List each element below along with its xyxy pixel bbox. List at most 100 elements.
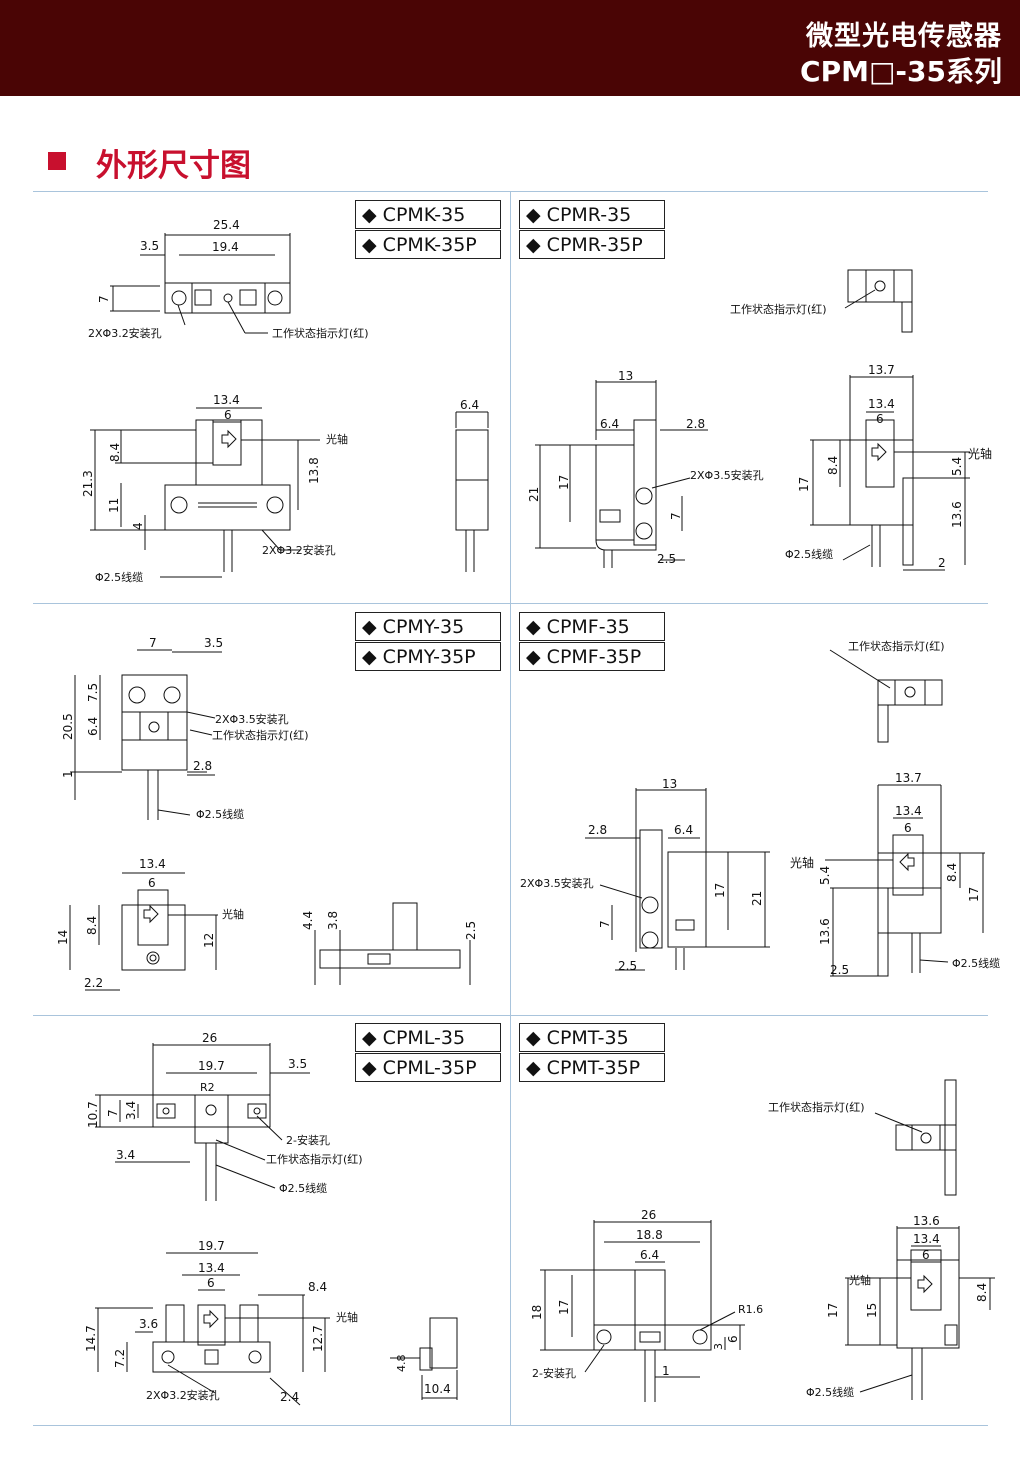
dim-text: 7.5 [86, 683, 100, 702]
model-name: CPMR-35 [546, 204, 632, 226]
drawing-cpmt-side [845, 1226, 995, 1400]
dim-text: 13.4 [913, 1232, 940, 1246]
dim-text: 3.5 [140, 239, 159, 253]
dim-text: 12 [202, 933, 216, 948]
dim-text: 18 [530, 1305, 544, 1320]
divider-center [510, 191, 511, 1425]
dim-text: 2 [938, 556, 946, 570]
divider-bottom [33, 1425, 988, 1426]
note-hole: 2-安装孔 [286, 1133, 330, 1147]
model-name: CPML-35P [382, 1057, 477, 1079]
dim-text: 8.4 [108, 443, 122, 462]
note-cable: Φ2.5线缆 [279, 1181, 327, 1195]
note-axis: 光轴 [968, 446, 992, 461]
dim-text: R2 [200, 1081, 215, 1094]
model-name: CPMR-35P [546, 234, 643, 256]
dim-text: 2.5 [830, 963, 849, 977]
dim-text: 6 [207, 1276, 215, 1290]
dim-text: 20.5 [61, 713, 75, 740]
dim-text: 6.4 [600, 417, 619, 431]
model-name: CPML-35 [382, 1027, 466, 1049]
model-name: CPMT-35 [546, 1027, 629, 1049]
drawing-cpml-side [390, 1317, 458, 1400]
dim-text: 4.8 [395, 1355, 408, 1373]
dim-text: 6 [904, 821, 912, 835]
dim-text: 6 [876, 412, 884, 426]
model-name: CPMF-35P [546, 646, 642, 668]
dim-text: 19.7 [198, 1239, 225, 1253]
dim-text: 2.8 [686, 417, 705, 431]
dim-text: 6.4 [674, 823, 693, 837]
diamond-icon: ◆ [526, 204, 541, 226]
model-label-cpmk: ◆ CPMK-35 [355, 200, 501, 229]
dim-text: 13.4 [139, 857, 166, 871]
note-indicator: 工作状态指示灯(红) [730, 302, 827, 316]
note-hole: 2XΦ3.5安装孔 [520, 876, 594, 890]
dim-text: 13.7 [868, 363, 895, 377]
dim-text: 8.4 [826, 456, 840, 475]
note-indicator: 工作状态指示灯(红) [272, 326, 369, 340]
dim-text: 13.4 [213, 393, 240, 407]
note-cable: Φ2.5线缆 [806, 1385, 854, 1399]
model-label-cpmr-p: ◆ CPMR-35P [519, 230, 665, 259]
dim-text: 8.4 [85, 916, 99, 935]
dim-text: 26 [202, 1031, 217, 1045]
dim-text: 6.4 [86, 717, 100, 736]
model-label-cpmr: ◆ CPMR-35 [519, 200, 665, 229]
dim-text: 25.4 [213, 218, 240, 232]
dim-text: 10.7 [86, 1101, 100, 1128]
dim-text: 3.5 [204, 636, 223, 650]
model-name: CPMY-35 [382, 616, 465, 638]
dim-text: 17 [557, 1300, 571, 1315]
dim-text: 3.6 [139, 1317, 158, 1331]
drawing-cpmf-top [829, 649, 943, 743]
dim-text: 17 [797, 477, 811, 492]
dim-text: 13.4 [198, 1261, 225, 1275]
drawing-cpmy-front [69, 872, 218, 991]
note-indicator: 工作状态指示灯(红) [212, 728, 309, 742]
note-cable: Φ2.5线缆 [95, 570, 143, 584]
model-name: CPMT-35P [546, 1057, 641, 1079]
dim-text: 7.2 [113, 1349, 127, 1368]
dim-text: 3.5 [288, 1057, 307, 1071]
model-name: CPMK-35P [382, 234, 477, 256]
dim-text: 6 [224, 408, 232, 422]
dim-text: 15 [865, 1303, 879, 1318]
dim-text: 17 [967, 887, 981, 902]
model-name: CPMY-35P [382, 646, 476, 668]
dim-text: 13 [618, 369, 633, 383]
note-indicator: 工作状态指示灯(红) [768, 1100, 865, 1114]
dim-text: 21 [527, 487, 541, 502]
dim-text: 2.5 [618, 959, 637, 973]
dim-text: 14.7 [84, 1325, 98, 1352]
drawing-cpmr-side [810, 375, 970, 571]
dim-text: 6 [726, 1335, 740, 1343]
drawing-cpml-front [95, 1252, 330, 1406]
model-name: CPMK-35 [382, 204, 466, 226]
dim-text: 26 [641, 1208, 656, 1222]
drawing-cpmk-side [455, 411, 489, 572]
note-axis: 光轴 [336, 1310, 358, 1324]
drawing-cpmf-front [585, 788, 770, 971]
dim-text: 4.4 [301, 911, 315, 930]
dim-text: 2.2 [84, 976, 103, 990]
dim-text: 1 [61, 770, 75, 778]
dim-text: 21 [750, 891, 764, 906]
dim-text: 3.4 [116, 1148, 135, 1162]
dim-text: 17 [713, 883, 727, 898]
drawing-cpmf-side [825, 784, 985, 977]
dim-text: 18.8 [636, 1228, 663, 1242]
diamond-icon: ◆ [526, 234, 541, 256]
dim-text: 13.6 [818, 918, 832, 945]
dim-text: R1.6 [738, 1303, 763, 1316]
diamond-icon: ◆ [362, 1027, 377, 1049]
drawing-cpmt-top [874, 1079, 957, 1196]
drawing-cpmk-top [110, 233, 291, 334]
dim-text: 14 [56, 930, 70, 945]
note-hole: 2XΦ3.2安装孔 [262, 543, 336, 557]
diamond-icon: ◆ [362, 616, 377, 638]
note-cable: Φ2.5线缆 [952, 956, 1000, 970]
note-hole: 2XΦ3.5安装孔 [215, 712, 289, 726]
dim-text: 12.7 [311, 1325, 325, 1352]
